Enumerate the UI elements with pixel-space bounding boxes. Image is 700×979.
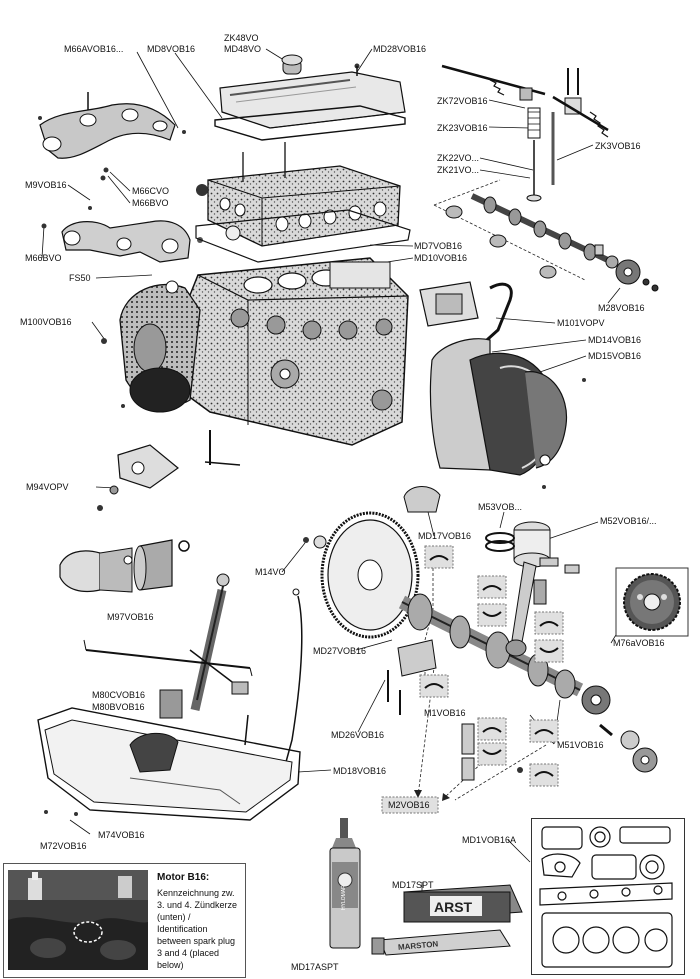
label-m101vopv: M101VOPV [557,318,605,328]
label-md8vob16: MD8VOB16 [147,44,196,54]
label-zk21vo: ZK21VO... [437,165,480,175]
exhaust-manifold [38,92,186,181]
inset-line: below) [157,960,184,970]
label-m76avob16: M76aVOB16 [613,638,665,648]
label-m66avob16: M66AVOB16... [64,44,124,54]
valve-cover [219,54,406,129]
oil-pump-shaft [83,573,253,746]
engine-photo [8,870,148,970]
label-md15vob16: MD15VOB16 [588,351,642,361]
arrow-head [414,790,422,798]
label-md17spt: MD17SPT [392,880,434,890]
label-md7vob16: MD7VOB16 [414,241,463,251]
label-m9vob16: M9VOB16 [25,180,67,190]
label-zk23vob16: ZK23VOB16 [437,123,488,133]
marston-text: MARSTON [398,939,439,951]
cylinder-head [196,142,401,247]
label-m28vob16: M28VOB16 [598,303,645,313]
inset-line: Identification [157,924,208,934]
label-m66cvo: M66CVO [132,186,170,196]
label-m100vob16: M100VOB16 [20,317,72,327]
label-md18vob16: MD18VOB16 [333,766,387,776]
label-m80cvob16: M80CVOB16 [92,690,146,700]
sealant-box [371,884,523,956]
camshaft [470,193,659,292]
label-m74vob16: M74VOB16 [98,830,145,840]
head-gasket [195,209,411,263]
gasket-set-panel [531,818,685,975]
label-md26vob16: MD26VOB16 [331,730,385,740]
inset-line: between spark plug [157,936,236,946]
label-m97vob16: M97VOB16 [107,612,154,622]
label-zk22vo: ZK22VO... [437,153,480,163]
label-m2vob16: M2VOB16 [388,800,430,810]
piston-assembly [485,521,580,657]
label-zk3vob16: ZK3VOB16 [595,141,641,151]
label-md1vob16a: MD1VOB16A [462,835,517,845]
label-m53vob: M53VOB... [478,502,523,512]
sealant-tube [329,818,361,949]
inset-line: 3. und 4. Zündkerze [157,900,238,910]
timing-cover [429,338,586,489]
gasket-ring [225,225,241,241]
label-m66bvo-left: M66BVO [25,253,62,263]
label-md14vob16: MD14VOB16 [588,335,642,345]
label-m80bvob16: M80BVOB16 [92,702,145,712]
rocker-assembly [441,64,609,202]
hylomar-text: HYLOMAR [341,885,347,910]
oil-filter-bracket [97,430,241,511]
inset-line: Kennzeichnung zw. [157,888,235,898]
label-m66bvo-right: M66BVO [132,198,169,208]
label-md48vo: MD48VO [224,44,262,54]
label-m94vopv: M94VOPV [26,482,69,492]
label-md28vob16: MD28VOB16 [373,44,427,54]
gasket-set-drawing [539,826,673,968]
label-m72vob16: M72VOB16 [40,841,87,851]
label-zk48vo: ZK48VO [224,33,259,43]
intake-manifold [41,206,203,263]
cam-bearings [445,205,557,279]
breather-tube [476,282,513,350]
inset-title: Motor B16: [157,872,210,883]
front-cover [101,280,201,413]
bearing-shells [387,486,564,787]
motor-b16-inset: Motor B16: Kennzeichnung zw. 3. und 4. Z… [3,863,246,978]
inset-line: 3 and 4 (placed [157,948,220,958]
cover-gasket [214,105,406,141]
dipstick [285,595,303,763]
label-md17vob16: MD17VOB16 [418,531,472,541]
arst-text: ARST [434,899,473,915]
side-cover [329,261,479,327]
label-m52vob16: M52VOB16/... [600,516,657,526]
oil-pan [37,707,301,821]
label-md17aspt: MD17ASPT [291,962,339,972]
label-zk72vob16: ZK72VOB16 [437,96,488,106]
label-md27vob16: MD27VOB16 [313,646,367,656]
m2-box [381,796,439,814]
oil-filter [59,539,190,593]
label-m14vo: M14VO [255,567,286,577]
inset-line: (unten) / [157,912,191,922]
flywheel [303,511,420,639]
dipstick-ring [292,588,300,596]
label-fs50: FS50 [69,273,91,283]
arrow-head [442,793,450,801]
timing-gear-inset [615,567,689,637]
dashed-arrows [417,179,586,801]
label-m51vob16: M51VOB16 [557,740,604,750]
label-md10vob16: MD10VOB16 [414,253,468,263]
label-m1vob16: M1VOB16 [424,708,466,718]
